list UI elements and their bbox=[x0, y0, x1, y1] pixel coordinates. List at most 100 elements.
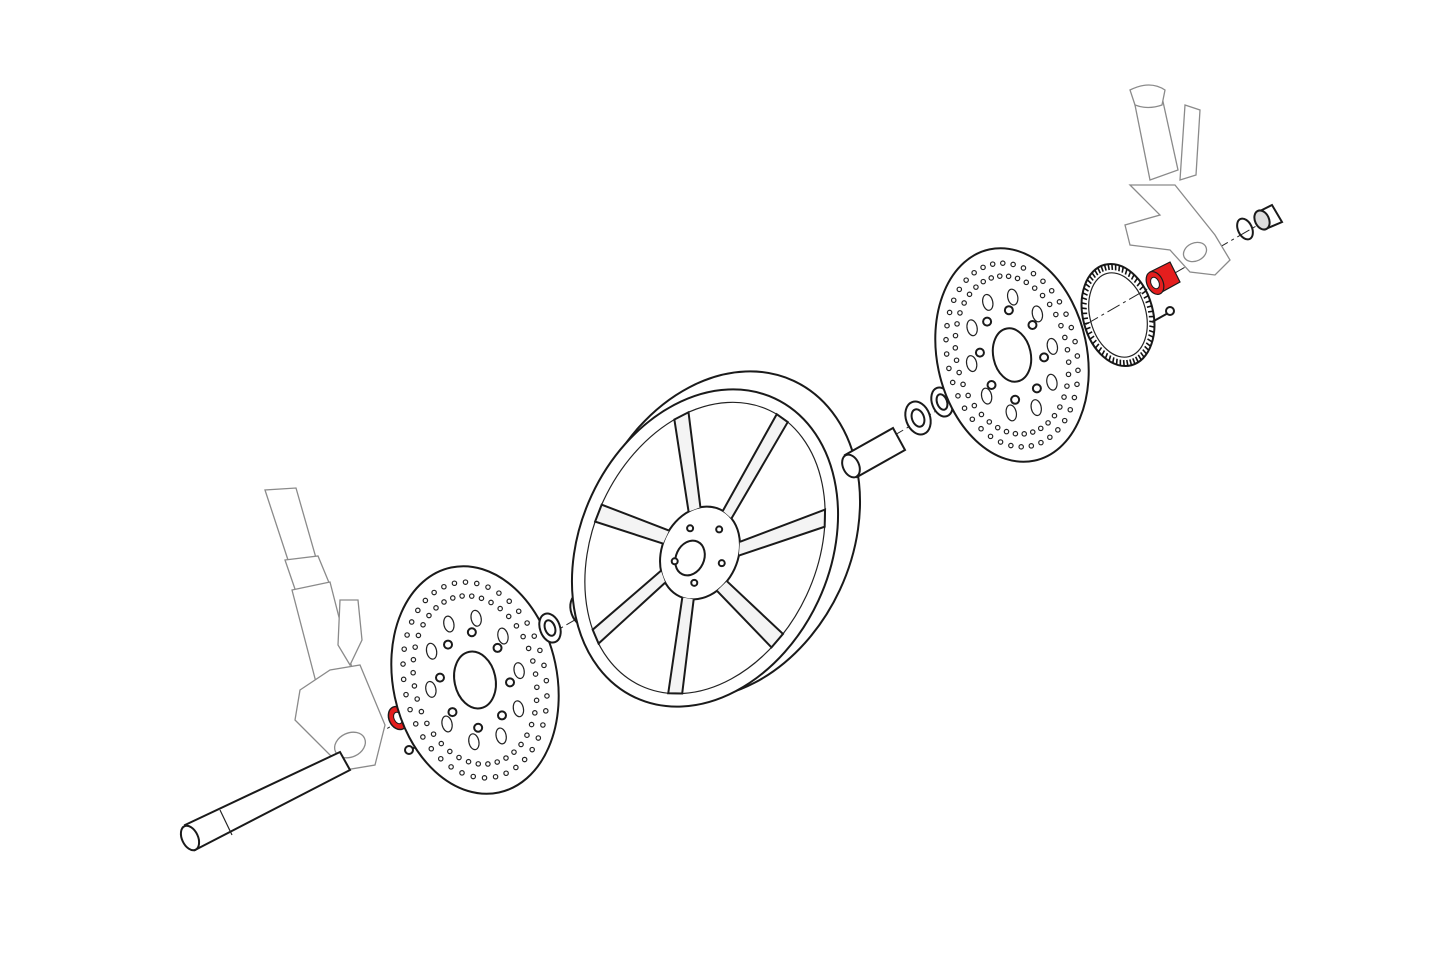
right-brake-disc bbox=[934, 247, 1090, 463]
disc-cutout bbox=[965, 355, 978, 373]
disc-vent-hole bbox=[511, 749, 517, 755]
disc-vent-hole bbox=[960, 381, 966, 388]
disc-vent-hole bbox=[963, 277, 969, 283]
disc-vent-hole bbox=[485, 584, 491, 590]
disc-vent-hole bbox=[544, 693, 550, 699]
abs-tooth bbox=[1107, 263, 1110, 271]
disc-vent-hole bbox=[410, 656, 417, 663]
abs-tooth bbox=[1111, 357, 1115, 364]
disc-vent-hole bbox=[426, 612, 432, 619]
hub-bolt-hole bbox=[670, 557, 679, 566]
disc-rivet bbox=[1010, 394, 1021, 405]
abs-tooth bbox=[1148, 329, 1155, 334]
disc-vent-hole bbox=[537, 647, 543, 654]
disc-vent-hole bbox=[1021, 431, 1028, 437]
abs-tooth bbox=[1140, 351, 1145, 358]
disc-vent-hole bbox=[524, 620, 530, 626]
disc-vent-hole bbox=[441, 599, 447, 605]
disc-vent-hole bbox=[503, 770, 509, 777]
wheel-spoke bbox=[721, 412, 790, 519]
disc-vent-hole bbox=[532, 710, 538, 716]
disc-cutout bbox=[495, 727, 507, 745]
disc-cutout bbox=[468, 733, 480, 751]
disc-vent-hole bbox=[1057, 404, 1063, 410]
disc-vent-hole bbox=[1074, 381, 1080, 388]
disc-vent-hole bbox=[534, 684, 540, 691]
disc-cutout bbox=[425, 680, 437, 698]
disc-vent-hole bbox=[433, 605, 439, 611]
disc-vent-hole bbox=[420, 622, 426, 628]
disc-vent-hole bbox=[1058, 322, 1064, 329]
disc-vent-hole bbox=[412, 721, 419, 727]
disc-vent-hole bbox=[965, 392, 971, 399]
disc-vent-hole bbox=[408, 619, 415, 625]
abs-tooth bbox=[1147, 310, 1154, 313]
disc-vent-hole bbox=[1045, 420, 1051, 426]
abs-tooth bbox=[1137, 354, 1142, 361]
abs-tooth bbox=[1089, 335, 1095, 340]
disc-rivet bbox=[496, 710, 507, 721]
disc-cutout bbox=[512, 700, 525, 718]
abs-tooth bbox=[1122, 360, 1125, 367]
disc-vent-hole bbox=[1064, 346, 1071, 353]
disc-vent-hole bbox=[943, 336, 949, 343]
abs-tooth bbox=[1101, 350, 1106, 356]
disc-rivet bbox=[982, 316, 993, 327]
disc-vent-hole bbox=[997, 439, 1004, 445]
disc-vent-hole bbox=[418, 708, 425, 715]
disc-vent-hole bbox=[441, 583, 447, 590]
disc-rivet bbox=[434, 672, 445, 683]
disc-vent-hole bbox=[978, 411, 985, 418]
disc-rivet bbox=[505, 677, 516, 688]
disc-vent-hole bbox=[961, 300, 967, 306]
disc-vent-hole bbox=[1062, 334, 1068, 341]
abs-tooth bbox=[1081, 296, 1088, 301]
disc-vent-hole bbox=[543, 677, 550, 684]
disc-vent-hole bbox=[949, 379, 956, 386]
wheel-spoke bbox=[673, 410, 702, 512]
disc-cutout bbox=[441, 715, 453, 733]
disc-vent-hole bbox=[1053, 311, 1059, 318]
disc-vent-hole bbox=[946, 365, 952, 372]
disc-vent-hole bbox=[988, 275, 995, 281]
disc-vent-hole bbox=[969, 416, 976, 423]
disc-rivet bbox=[466, 627, 477, 638]
disc-vent-hole bbox=[1071, 394, 1078, 401]
disc-vent-hole bbox=[520, 633, 526, 640]
hub-bolt-hole bbox=[686, 524, 695, 533]
abs-tooth bbox=[1115, 358, 1118, 365]
abs-tooth bbox=[1141, 290, 1147, 295]
disc-vent-hole bbox=[1064, 383, 1070, 389]
disc-vent-hole bbox=[437, 755, 444, 762]
disc-vent-hole bbox=[492, 773, 499, 780]
disc-vent-hole bbox=[961, 405, 968, 411]
disc-cutout bbox=[1006, 288, 1019, 306]
disc-vent-hole bbox=[987, 433, 994, 440]
abs-tooth bbox=[1121, 266, 1125, 273]
disc-vent-hole bbox=[497, 605, 503, 612]
disc-vent-hole bbox=[1040, 278, 1046, 285]
abs-tooth bbox=[1103, 264, 1107, 271]
disc-cutout bbox=[1005, 404, 1018, 422]
disc-vent-hole bbox=[400, 661, 406, 667]
disc-vent-hole bbox=[485, 761, 491, 767]
disc-vent-hole bbox=[1014, 275, 1021, 282]
disc-vent-hole bbox=[459, 593, 465, 599]
abs-tooth bbox=[1144, 345, 1150, 351]
right-disc-bolt bbox=[1151, 306, 1175, 323]
disc-vent-hole bbox=[400, 676, 407, 683]
disc-vent-hole bbox=[535, 735, 542, 741]
disc-vent-hole bbox=[481, 775, 488, 781]
abs-tooth bbox=[1136, 281, 1142, 287]
disc-vent-hole bbox=[1018, 444, 1025, 450]
abs-tooth bbox=[1118, 265, 1121, 272]
disc-cutout bbox=[513, 662, 525, 680]
disc-vent-hole bbox=[420, 734, 426, 740]
disc-vent-hole bbox=[952, 345, 959, 351]
disc-vent-hole bbox=[1065, 359, 1072, 365]
disc-vent-hole bbox=[525, 645, 532, 652]
abs-tooth bbox=[1084, 283, 1091, 288]
disc-vent-hole bbox=[950, 297, 957, 304]
abs-tooth bbox=[1100, 265, 1104, 272]
axle-nut bbox=[1253, 203, 1284, 231]
